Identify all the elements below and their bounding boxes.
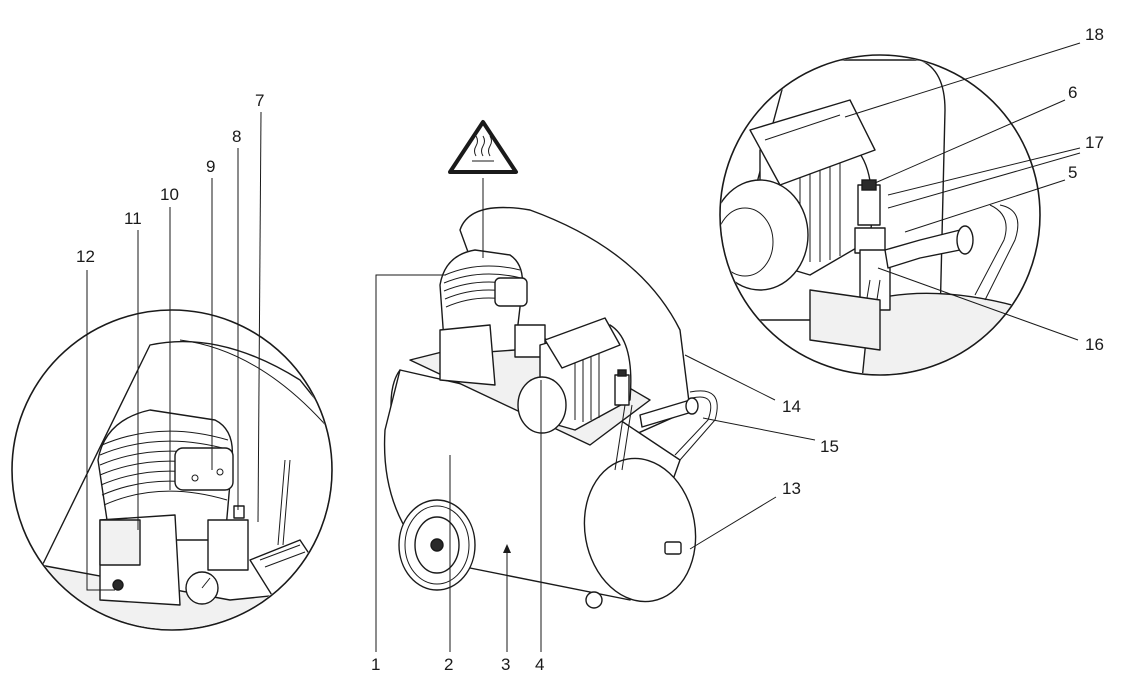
label-10: 10: [160, 185, 179, 204]
label-8: 8: [232, 127, 241, 146]
label-4: 4: [535, 655, 544, 674]
label-16: 16: [1085, 335, 1104, 354]
label-13: 13: [782, 479, 801, 498]
label-3: 3: [501, 655, 510, 674]
hot-surface-warning-icon: [448, 120, 518, 258]
label-17: 17: [1085, 133, 1104, 152]
label-14: 14: [782, 397, 801, 416]
label-12: 12: [76, 247, 95, 266]
motor-fins-main: [574, 345, 600, 422]
label-11: 11: [124, 209, 142, 228]
label-6: 6: [1068, 83, 1077, 102]
wheel: [398, 499, 476, 591]
label-18: 18: [1085, 25, 1104, 44]
callout-labels: 1 2 3 4 5 6 7 8 9 10 11 12 13 14 15 16 1…: [76, 25, 1104, 674]
label-1: 1: [371, 655, 380, 674]
left-detail-view: [11, 309, 333, 631]
main-compressor: [383, 206, 718, 609]
label-2: 2: [444, 655, 453, 674]
label-15: 15: [820, 437, 839, 456]
label-5: 5: [1068, 163, 1077, 182]
right-detail-view: [719, 54, 1041, 376]
label-9: 9: [206, 157, 215, 176]
leader-lines: [86, 42, 1081, 652]
label-7: 7: [255, 91, 264, 110]
